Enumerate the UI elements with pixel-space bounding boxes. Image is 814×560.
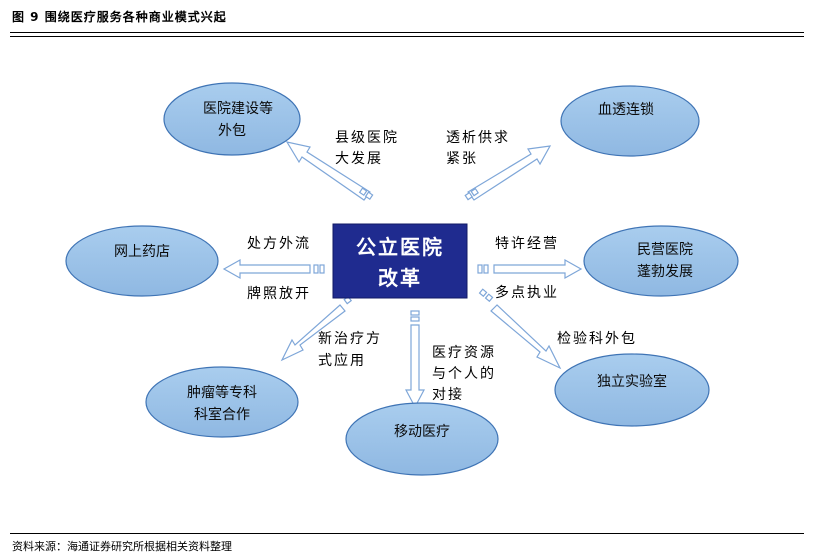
node-dialysis-chain: 血透连锁 <box>560 85 700 157</box>
label-test-outsourcing: 检验科外包 <box>557 331 637 347</box>
label-prescription-outflow: 处方外流 <box>247 236 311 252</box>
label-county-hospital-line1: 县级医院 <box>335 130 399 146</box>
arrow-to-independent-lab <box>478 288 562 370</box>
label-dialysis-supply-line1: 透析供求 <box>446 130 510 146</box>
node-hospital-construction-line2: 外包 <box>218 123 246 139</box>
label-resources-link-line1: 医疗资源 <box>432 345 496 361</box>
label-resources-link-line2: 与个人的 <box>432 366 496 382</box>
node-mobile-medical: 移动医疗 <box>345 402 499 476</box>
node-private-hospital-line1: 民营医院 <box>637 242 693 258</box>
label-dialysis-supply-line2: 紧张 <box>446 151 478 167</box>
figure-title: 图 9 围绕医疗服务各种商业模式兴起 <box>12 10 227 24</box>
label-new-treatment-line1: 新治疗方 <box>318 331 382 347</box>
bottom-rule <box>10 533 804 534</box>
source-note: 资料来源：海通证券研究所根据相关资料整理 <box>12 540 232 553</box>
label-resources-link-line3: 对接 <box>432 386 464 403</box>
arrow-to-oncology-dept <box>280 295 353 362</box>
center-line1: 公立医院 <box>356 235 444 259</box>
node-dialysis-chain-label: 血透连锁 <box>598 102 654 118</box>
label-new-treatment-line2: 式应用 <box>318 352 366 369</box>
arrow-to-hospital-construction <box>285 141 374 201</box>
top-rule <box>10 32 804 33</box>
node-mobile-medical-label: 移动医疗 <box>394 424 450 440</box>
label-county-hospital-line2: 大发展 <box>335 151 383 167</box>
node-independent-lab-label: 独立实验室 <box>597 373 667 390</box>
node-independent-lab: 独立实验室 <box>554 353 710 427</box>
label-license-open: 牌照放开 <box>247 285 311 302</box>
node-hospital-construction-line1: 医院建设等 <box>203 100 273 117</box>
arrow-to-online-pharmacy <box>222 258 325 280</box>
label-multi-site: 多点执业 <box>495 284 559 301</box>
node-oncology-dept-line2: 科室合作 <box>194 406 250 423</box>
arrow-to-dialysis-chain <box>464 145 552 201</box>
node-online-pharmacy-label: 网上药店 <box>114 244 170 260</box>
center-line2: 改革 <box>378 266 422 290</box>
arrow-to-mobile-medical <box>405 310 425 409</box>
node-private-hospital-line2: 蓬勃发展 <box>637 264 693 280</box>
node-private-hospital: 民营医院 蓬勃发展 <box>583 225 739 297</box>
node-hospital-construction: 医院建设等 外包 <box>163 82 301 156</box>
node-oncology-dept: 肿瘤等专科 科室合作 <box>145 366 299 438</box>
top-rule-inner <box>10 36 804 37</box>
center-box: 公立医院 改革 <box>332 223 468 299</box>
node-oncology-dept-line1: 肿瘤等专科 <box>187 384 257 401</box>
label-franchise: 特许经营 <box>495 236 559 252</box>
arrow-to-private-hospital <box>477 258 583 280</box>
node-online-pharmacy: 网上药店 <box>65 225 219 297</box>
